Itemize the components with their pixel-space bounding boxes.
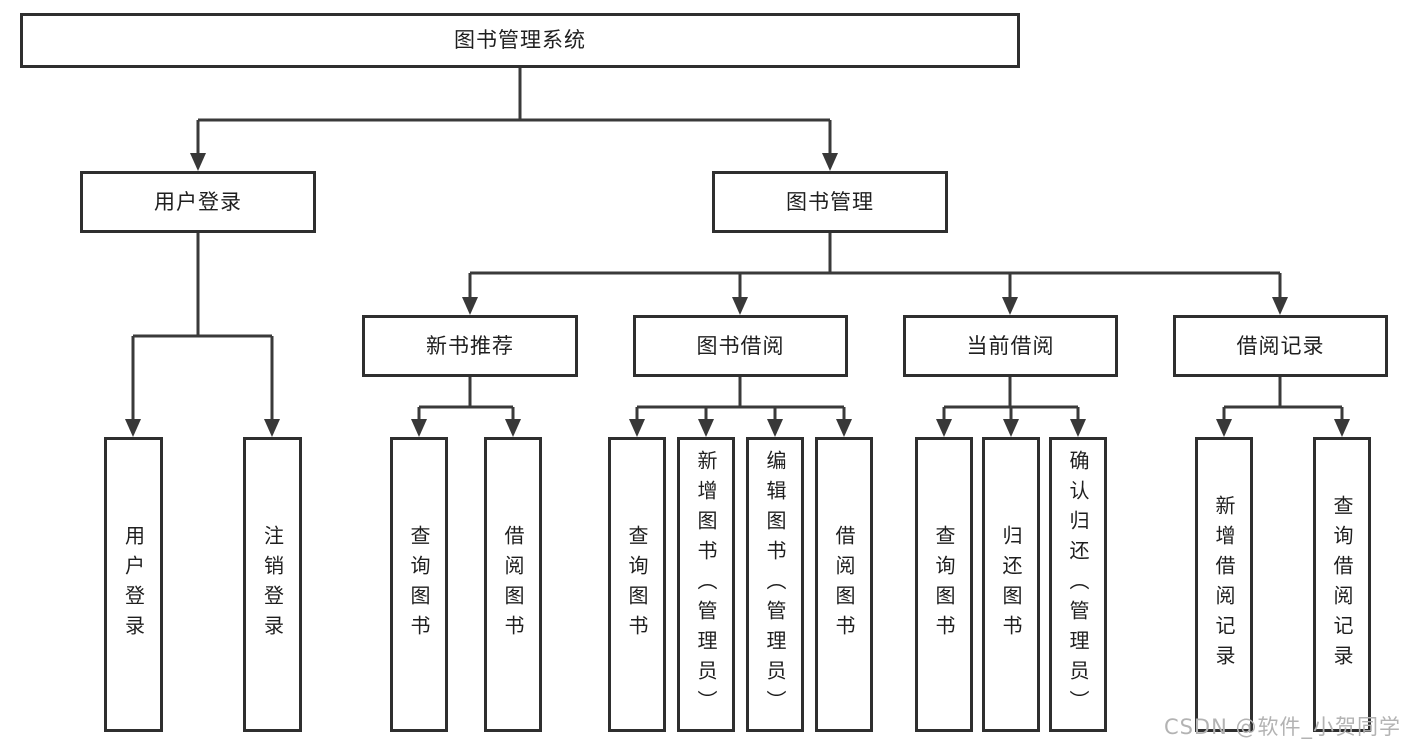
node-label: 借阅记录 xyxy=(1236,333,1325,358)
leaf-query-books-borrowing: 查询图书 xyxy=(608,437,666,732)
node-label: 确认归还（管理员） xyxy=(1066,449,1090,720)
leaf-query-books-newbooks: 查询图书 xyxy=(390,437,448,732)
leaf-edit-books-admin: 编辑图书（管理员） xyxy=(746,437,804,732)
leaf-add-books-admin: 新增图书（管理员） xyxy=(677,437,735,732)
node-label: 编辑图书（管理员） xyxy=(763,449,787,720)
leaf-user-login: 用户登录 xyxy=(104,437,163,732)
node-label: 查询图书 xyxy=(932,524,956,645)
node-label: 注销登录 xyxy=(260,524,285,645)
node-label: 查询借阅记录 xyxy=(1330,494,1354,675)
node-current-borrowing: 当前借阅 xyxy=(903,315,1118,377)
watermark-text: CSDN @软件_小贺同学 xyxy=(1163,715,1401,739)
node-borrow-records: 借阅记录 xyxy=(1173,315,1388,377)
node-new-book-recommend: 新书推荐 xyxy=(362,315,578,377)
node-label: 图书管理 xyxy=(786,189,874,214)
leaf-add-borrow-record: 新增借阅记录 xyxy=(1195,437,1253,732)
node-label: 图书管理系统 xyxy=(454,28,586,52)
leaf-logout: 注销登录 xyxy=(243,437,302,732)
node-label: 用户登录 xyxy=(154,189,242,214)
node-label: 借阅图书 xyxy=(501,524,525,645)
node-label: 新增图书（管理员） xyxy=(694,449,718,720)
leaf-confirm-return-admin: 确认归还（管理员） xyxy=(1049,437,1107,732)
leaf-query-borrow-record: 查询借阅记录 xyxy=(1313,437,1371,732)
node-label: 用户登录 xyxy=(121,524,146,645)
node-label: 当前借阅 xyxy=(966,333,1055,358)
node-label: 新增借阅记录 xyxy=(1212,494,1236,675)
node-book-borrowing: 图书借阅 xyxy=(633,315,848,377)
node-user-login-branch: 用户登录 xyxy=(80,171,316,233)
node-label: 图书借阅 xyxy=(696,333,785,358)
node-label: 查询图书 xyxy=(625,524,649,645)
node-system-root: 图书管理系统 xyxy=(20,13,1020,68)
leaf-return-books: 归还图书 xyxy=(982,437,1040,732)
leaf-borrow-books-borrowing: 借阅图书 xyxy=(815,437,873,732)
node-book-management: 图书管理 xyxy=(712,171,948,233)
node-label: 借阅图书 xyxy=(832,524,856,645)
leaf-query-books-current: 查询图书 xyxy=(915,437,973,732)
node-label: 查询图书 xyxy=(407,524,431,645)
leaf-borrow-books-newbooks: 借阅图书 xyxy=(484,437,542,732)
node-label: 归还图书 xyxy=(999,524,1023,645)
node-label: 新书推荐 xyxy=(426,333,514,358)
